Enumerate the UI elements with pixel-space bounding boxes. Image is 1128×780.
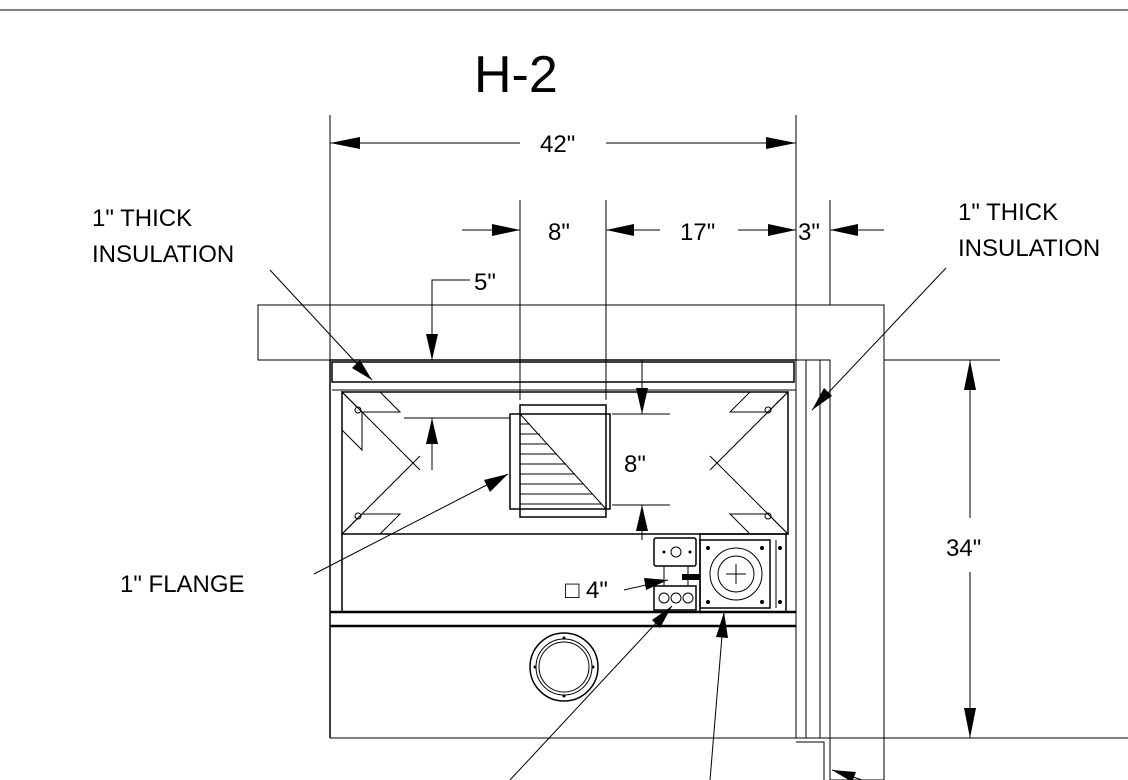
dimension-grille-height — [404, 360, 670, 540]
leader-motor-box — [709, 611, 728, 780]
dimension-overall-height — [964, 360, 976, 738]
control-components — [653, 533, 787, 613]
dimension-label-8-width: 8" — [548, 219, 570, 246]
bottom-detail — [796, 741, 863, 780]
supply-grille — [509, 404, 611, 518]
dimension-grille-width — [462, 224, 660, 236]
leader-insulation-right — [811, 267, 947, 411]
dimension-label-3: 3" — [798, 219, 820, 246]
leader-insulation-left — [269, 269, 373, 381]
label-insulation-left-1: 1" THICK — [92, 205, 192, 232]
duct-size-label: 4" — [586, 577, 608, 604]
dimension-overall-width — [330, 137, 796, 149]
dimension-label-34: 34" — [946, 535, 981, 562]
round-port — [529, 632, 599, 702]
leader-duct-size — [623, 578, 669, 591]
dimension-gap — [830, 224, 884, 236]
dimension-offset-leader — [426, 279, 470, 360]
label-insulation-right-2: INSULATION — [958, 235, 1100, 262]
drawing-title: H-2 — [474, 46, 558, 104]
leader-flange — [313, 473, 509, 575]
dimension-label-17: 17" — [680, 219, 715, 246]
duct-size-symbol: □ — [565, 577, 580, 604]
dimension-right-span — [738, 224, 796, 236]
label-insulation-left-2: INSULATION — [92, 241, 234, 268]
leader-terminal — [509, 605, 673, 780]
dimension-label-42: 42" — [540, 131, 575, 158]
label-flange: 1" FLANGE — [120, 571, 245, 598]
structure-hatch — [257, 304, 885, 780]
dimension-label-5: 5" — [474, 269, 496, 296]
label-insulation-right-1: 1" THICK — [958, 199, 1058, 226]
dimension-label-8-height: 8" — [624, 451, 646, 478]
